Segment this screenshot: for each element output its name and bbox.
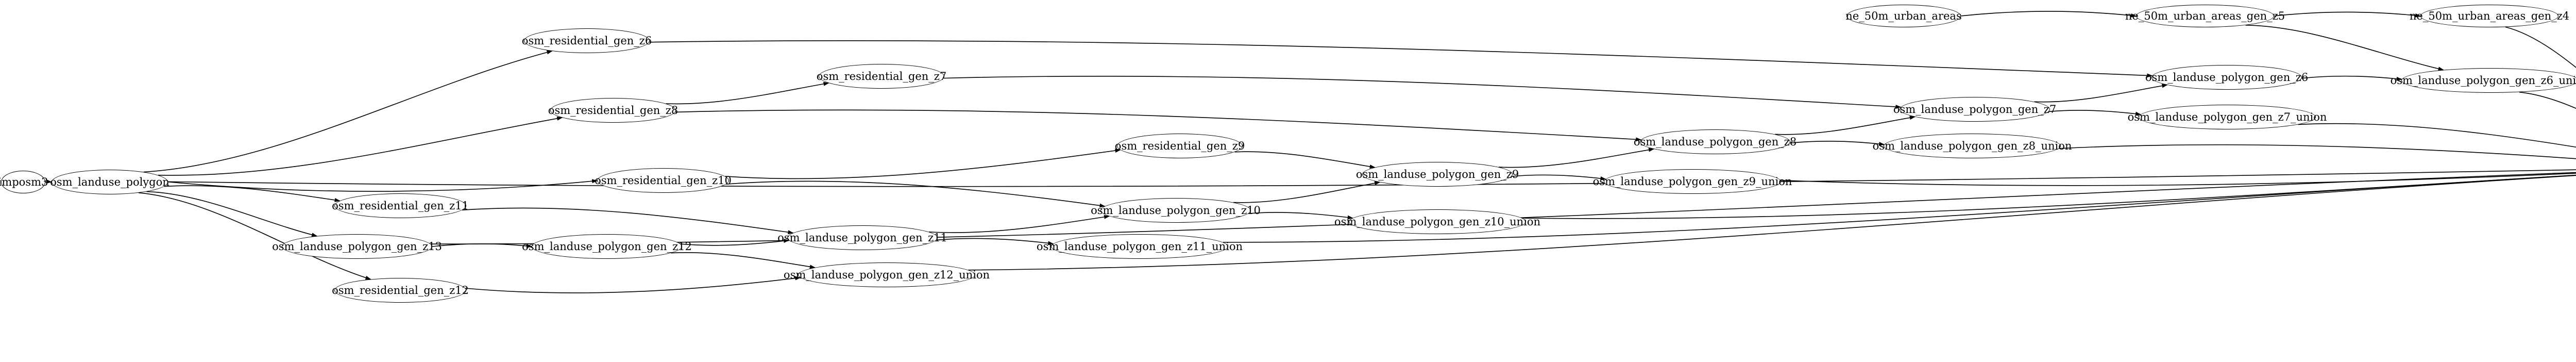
node-label: osm_residential_gen_z8 [548, 104, 679, 117]
node-label: osm_landuse_polygon_gen_z8 [1633, 135, 1797, 148]
edge-osm_landuse_polygon_gen_z10--osm_landuse_polygon_gen_z9 [1233, 181, 1381, 203]
node-osm_landuse_polygon_gen_z11_union[interactable]: osm_landuse_polygon_gen_z11_union [1037, 234, 1243, 259]
node-label: osm_landuse_polygon_gen_z7_union [2127, 110, 2327, 123]
edge-osm_landuse_polygon_gen_z12--osm_landuse_polygon_gen_z12_union [671, 252, 816, 269]
edge-osm_landuse_polygon_gen_z6--osm_landuse_polygon_gen_z6_union [2301, 75, 2402, 81]
node-label: osm_landuse_polygon_gen_z6_union [2390, 74, 2576, 87]
node-osm_landuse_polygon_gen_z13[interactable]: osm_landuse_polygon_gen_z13 [272, 234, 442, 259]
edge-osm_landuse_polygon_gen_z7--osm_landuse_polygon_gen_z6 [2034, 84, 2168, 103]
edge-osm_landuse_polygon_gen_z9_union--layer_landuse [1781, 173, 2576, 186]
node-label: osm_landuse_polygon_gen_z8_union [1872, 139, 2072, 152]
node-label: osm_landuse_polygon [50, 175, 170, 188]
node-osm_residential_gen_z6[interactable]: osm_residential_gen_z6 [521, 28, 652, 53]
node-ne_50m_urban_areas[interactable]: ne_50m_urban_areas [1845, 5, 1962, 27]
node-osm_landuse_polygon_gen_z8_union[interactable]: osm_landuse_polygon_gen_z8_union [1873, 134, 2072, 158]
node-label: osm_landuse_polygon_gen_z11 [777, 231, 947, 244]
edge-osm_landuse_polygon_gen_z13--osm_landuse_polygon_gen_z12 [432, 243, 532, 248]
node-label: osm_landuse_polygon_gen_z9 [1355, 168, 1519, 180]
node-label: osm_landuse_polygon_gen_z6 [2145, 71, 2309, 84]
node-osm_landuse_polygon_gen_z12_union[interactable]: osm_landuse_polygon_gen_z12_union [784, 262, 990, 287]
node-label: osm_landuse_polygon_gen_z10_union [1334, 215, 1541, 228]
edge-osm_landuse_polygon_gen_z9--osm_landuse_polygon_gen_z9_union [1511, 174, 1606, 180]
node-label: ne_50m_urban_areas_gen_z4 [2409, 9, 2570, 22]
edge-osm_residential_gen_z11--osm_landuse_polygon_gen_z11 [462, 207, 794, 235]
node-label: ne_50m_urban_areas_gen_z5 [2125, 9, 2285, 22]
edge-osm_landuse_polygon_gen_z11--osm_landuse_polygon_gen_z10 [928, 215, 1110, 233]
node-label: ne_50m_urban_areas [1845, 9, 1962, 22]
edge-osm_landuse_polygon_gen_z8--osm_landuse_polygon_gen_z7 [1775, 116, 1916, 135]
edge-osm_residential_gen_z10--osm_landuse_polygon_gen_z10 [726, 180, 1106, 208]
node-label: osm_landuse_polygon_gen_z12_union [783, 268, 990, 281]
node-label: osm_landuse_polygon_gen_z11_union [1036, 240, 1243, 253]
node-label: osm_landuse_polygon_gen_z12 [522, 240, 692, 253]
edge-ne_50m_urban_areas_gen_z5--osm_landuse_polygon_gen_z6_union [2245, 25, 2444, 71]
node-osm_landuse_polygon_gen_z9[interactable]: osm_landuse_polygon_gen_z9 [1356, 162, 1519, 187]
node-osm_residential_gen_z12[interactable]: osm_residential_gen_z12 [332, 278, 469, 303]
node-osm_residential_gen_z10[interactable]: osm_residential_gen_z10 [595, 168, 732, 193]
node-osm_landuse_polygon_gen_z10[interactable]: osm_landuse_polygon_gen_z10 [1091, 198, 1261, 223]
node-label: imposm3 [0, 175, 48, 188]
node-label: osm_landuse_polygon_gen_z10 [1091, 204, 1261, 217]
edge-osm_landuse_polygon--osm_residential_gen_z11 [164, 185, 341, 202]
edge-osm_landuse_polygon_gen_z7--osm_landuse_polygon_gen_z7_union [2048, 110, 2141, 116]
edge-osm_landuse_polygon--osm_residential_gen_z10 [167, 179, 598, 192]
node-osm_residential_gen_z9[interactable]: osm_residential_gen_z9 [1114, 134, 1245, 158]
node-osm_landuse_polygon_gen_z10_union[interactable]: osm_landuse_polygon_gen_z10_union [1334, 209, 1540, 234]
node-ne_50m_urban_areas_gen_z4[interactable]: ne_50m_urban_areas_gen_z4 [2410, 5, 2569, 27]
node-osm_landuse_polygon_gen_z8[interactable]: osm_landuse_polygon_gen_z8 [1634, 129, 1797, 154]
node-label: osm_landuse_polygon_gen_z9_union [1592, 175, 1792, 188]
node-osm_landuse_polygon_gen_z7[interactable]: osm_landuse_polygon_gen_z7 [1893, 97, 2056, 122]
node-label: osm_landuse_polygon_gen_z7 [1893, 103, 2057, 116]
node-osm_landuse_polygon[interactable]: osm_landuse_polygon [50, 170, 170, 194]
node-label: osm_residential_gen_z11 [332, 199, 469, 212]
node-label: osm_residential_gen_z9 [1114, 139, 1245, 152]
node-osm_residential_gen_z8[interactable]: osm_residential_gen_z8 [548, 98, 679, 123]
edge-ne_50m_urban_areas--ne_50m_urban_areas_gen_z5 [1960, 11, 2137, 18]
edge-osm_residential_gen_z12--osm_landuse_polygon_gen_z12_union [465, 276, 801, 293]
edge-osm_residential_gen_z9--osm_landuse_polygon_gen_z9 [1234, 151, 1376, 169]
node-osm_residential_gen_z7[interactable]: osm_residential_gen_z7 [816, 64, 947, 89]
node-label: osm_landuse_polygon_gen_z13 [272, 240, 442, 253]
edge-osm_residential_gen_z8--osm_residential_gen_z7 [666, 81, 829, 105]
edge-osm_landuse_polygon--osm_residential_gen_z8 [158, 116, 563, 176]
edge-osm_landuse_polygon_gen_z8_union--layer_landuse [2059, 144, 2576, 159]
node-imposm3[interactable]: imposm3 [0, 171, 48, 193]
node-osm_landuse_polygon_gen_z11[interactable]: osm_landuse_polygon_gen_z11 [777, 225, 947, 250]
node-osm_landuse_polygon_gen_z6[interactable]: osm_landuse_polygon_gen_z6 [2145, 65, 2308, 90]
node-label: osm_residential_gen_z10 [595, 174, 732, 187]
edge-ne_50m_urban_areas_gen_z5--ne_50m_urban_areas_gen_z4 [2274, 11, 2421, 18]
edge-osm_landuse_polygon--osm_landuse_polygon_gen_z13 [146, 191, 318, 237]
node-label: osm_residential_gen_z6 [521, 34, 652, 47]
node-ne_50m_urban_areas_gen_z5[interactable]: ne_50m_urban_areas_gen_z5 [2125, 5, 2285, 27]
edge-osm_residential_gen_z7--osm_landuse_polygon_gen_z7 [943, 75, 1902, 109]
node-osm_landuse_polygon_gen_z6_union[interactable]: osm_landuse_polygon_gen_z6_union [2391, 68, 2576, 93]
node-osm_residential_gen_z11[interactable]: osm_residential_gen_z11 [332, 193, 469, 218]
edge-osm_residential_gen_z10--osm_residential_gen_z9 [725, 149, 1121, 179]
edge-osm_landuse_polygon_gen_z11--osm_landuse_polygon_gen_z11_union [936, 238, 1054, 245]
edge-osm_landuse_polygon_gen_z12--osm_landuse_polygon_gen_z11 [680, 239, 790, 246]
node-osm_landuse_polygon_gen_z7_union[interactable]: osm_landuse_polygon_gen_z7_union [2128, 105, 2327, 129]
node-label: osm_residential_gen_z12 [332, 284, 469, 297]
edge-osm_landuse_polygon_gen_z8--osm_landuse_polygon_gen_z8_union [1790, 141, 1885, 146]
node-label: osm_residential_gen_z7 [816, 70, 947, 83]
edge-osm_landuse_polygon_gen_z9--osm_landuse_polygon_gen_z8 [1498, 147, 1654, 168]
edge-osm_landuse_polygon_gen_z6_union--layer_landuse [2519, 91, 2576, 109]
edge-osm_landuse_polygon--osm_residential_gen_z6 [143, 50, 553, 173]
node-osm_landuse_polygon_gen_z9_union[interactable]: osm_landuse_polygon_gen_z9_union [1593, 169, 1792, 194]
edge-osm_landuse_polygon_gen_z7_union--layer_landuse [2298, 123, 2576, 148]
node-osm_landuse_polygon_gen_z12[interactable]: osm_landuse_polygon_gen_z12 [522, 234, 692, 259]
